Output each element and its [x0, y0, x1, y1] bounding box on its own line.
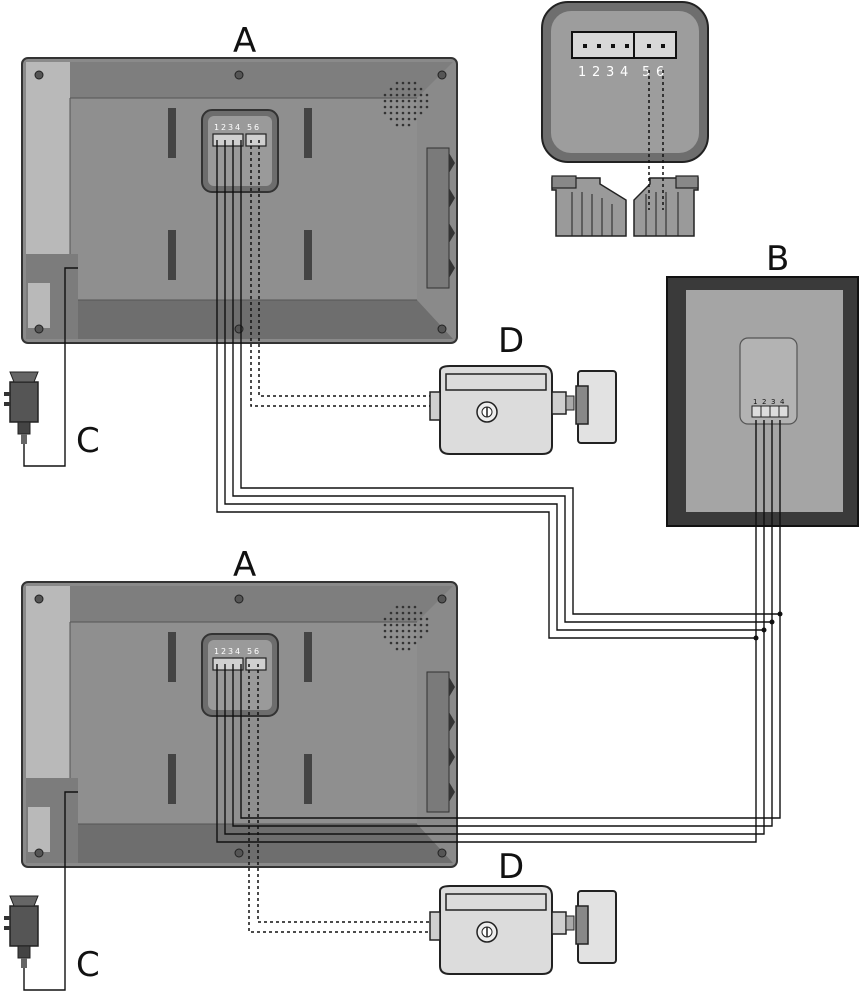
plug-left: [551, 175, 627, 237]
svg-text:3: 3: [228, 647, 233, 656]
svg-text:2: 2: [762, 398, 766, 406]
label-lock-bottom: D: [498, 847, 524, 887]
svg-text:2: 2: [592, 65, 600, 80]
adapter-bottom-cable: [23, 791, 78, 991]
svg-text:4: 4: [235, 647, 240, 656]
svg-text:6: 6: [656, 65, 664, 80]
lock-wires-top: [250, 140, 430, 407]
svg-text:5: 5: [247, 647, 252, 656]
lock-bottom: [429, 885, 617, 975]
label-lock-top: D: [498, 321, 524, 361]
svg-text:5: 5: [642, 65, 650, 80]
label-monitor-bottom: A: [233, 545, 256, 585]
svg-text:3: 3: [228, 123, 233, 132]
bus-wires-top: [216, 140, 781, 639]
label-power-bottom: C: [76, 945, 100, 985]
plug-right: [633, 175, 699, 237]
svg-text:1: 1: [214, 123, 219, 132]
adapter-bottom: [3, 895, 39, 969]
svg-text:4: 4: [620, 65, 628, 80]
label-outdoor-panel: B: [766, 239, 789, 279]
junction-dots: [753, 611, 783, 641]
monitor-top-pins: 1 2 3 4 5 6: [214, 123, 259, 132]
svg-text:1: 1: [753, 398, 757, 406]
svg-text:2: 2: [221, 123, 226, 132]
bus-wires-bottom: [216, 614, 781, 843]
svg-text:5: 5: [247, 123, 252, 132]
label-monitor-top: A: [233, 21, 256, 61]
svg-text:1: 1: [214, 647, 219, 656]
lock-wires-bottom: [248, 664, 430, 933]
svg-text:1: 1: [578, 65, 586, 80]
svg-text:6: 6: [254, 123, 259, 132]
monitor-top: [21, 57, 458, 344]
svg-text:4: 4: [235, 123, 240, 132]
adapter-top-cable: [23, 267, 78, 467]
svg-text:3: 3: [606, 65, 614, 80]
adapter-top: [3, 371, 39, 445]
svg-text:4: 4: [780, 398, 785, 406]
label-power-top: C: [76, 421, 100, 461]
outdoor-panel: 1 2 3 4: [666, 276, 859, 527]
connector-detail: 1 2 3 4 5 6: [541, 1, 709, 237]
monitor-bottom-pins: 1 2 3 4 5 6: [214, 647, 259, 656]
svg-text:3: 3: [771, 398, 775, 406]
svg-text:2: 2: [221, 647, 226, 656]
svg-text:6: 6: [254, 647, 259, 656]
monitor-bottom: [21, 581, 458, 868]
lock-top: [429, 365, 617, 455]
